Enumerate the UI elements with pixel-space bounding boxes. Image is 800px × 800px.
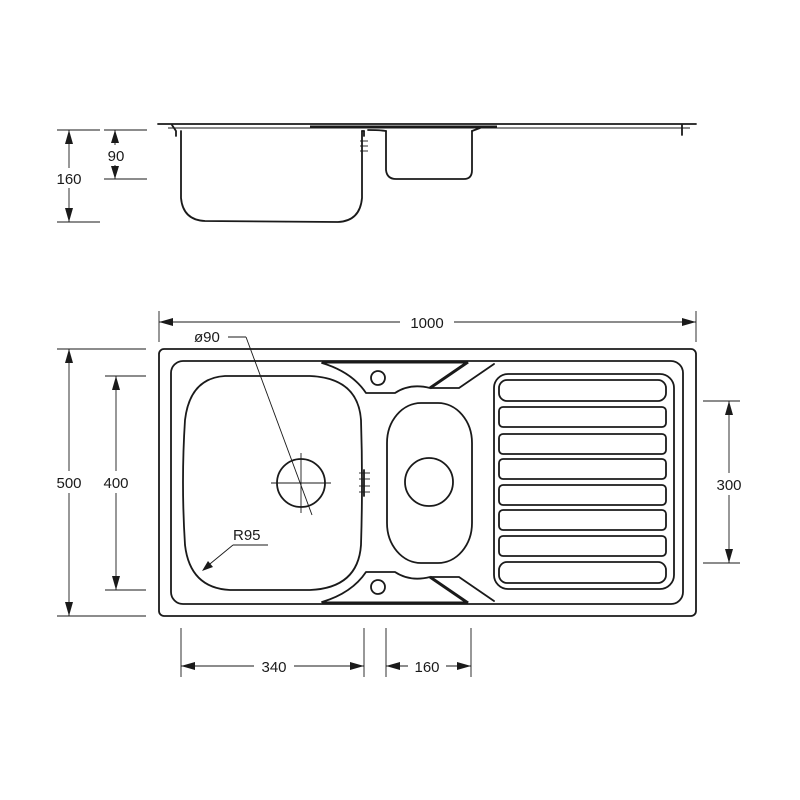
dimension-overall-depth: 500: [50, 348, 146, 617]
label-length-300: 300: [716, 477, 741, 494]
drainer-rib: [498, 561, 667, 584]
drainer-rib: [498, 484, 667, 506]
drainer-rib: [498, 406, 667, 428]
drainer-rib: [498, 433, 667, 455]
dimension-depth-main-bowl: 160: [50, 129, 100, 223]
dimension-depth-half-bowl: 90: [100, 129, 147, 180]
drainer-rib: [498, 535, 667, 557]
main-bowl-profile: [180, 130, 363, 223]
side-view: [157, 123, 697, 223]
label-diameter-90: ø90: [194, 329, 220, 346]
label-depth-400: 400: [103, 475, 128, 492]
label-depth-90: 90: [108, 148, 125, 165]
label-width-160: 160: [414, 659, 439, 676]
dimension-main-bowl-depth: 400: [97, 375, 146, 591]
annotation-corner-radius: R95: [202, 527, 268, 571]
dimension-drainer: 300: [703, 400, 748, 564]
label-width-1000: 1000: [410, 315, 443, 332]
drainer-rib: [498, 458, 667, 480]
label-radius-95: R95: [233, 527, 261, 544]
label-depth-160: 160: [56, 171, 81, 188]
drainer-rib: [498, 509, 667, 531]
tap-hole-top: [370, 370, 386, 386]
half-bowl-profile: [385, 130, 473, 180]
dimension-main-bowl-width: 340: [180, 628, 365, 677]
tap-hole-bottom: [370, 579, 386, 595]
dimension-half-bowl-width: 160: [385, 628, 472, 677]
annotation-waste-diameter: ø90: [194, 329, 313, 516]
half-bowl-waste: [404, 457, 454, 507]
plan-view: [158, 348, 697, 617]
sink-inner-edge: [170, 360, 684, 605]
drainer-outline: [493, 373, 675, 590]
label-depth-500: 500: [56, 475, 81, 492]
drainer-rib: [498, 379, 667, 402]
sink-outer-edge: [158, 348, 697, 617]
half-bowl: [386, 402, 473, 564]
label-width-340: 340: [261, 659, 286, 676]
main-bowl: [182, 375, 363, 591]
dimension-overall-width: 1000: [158, 311, 697, 342]
drainer: [493, 373, 675, 590]
